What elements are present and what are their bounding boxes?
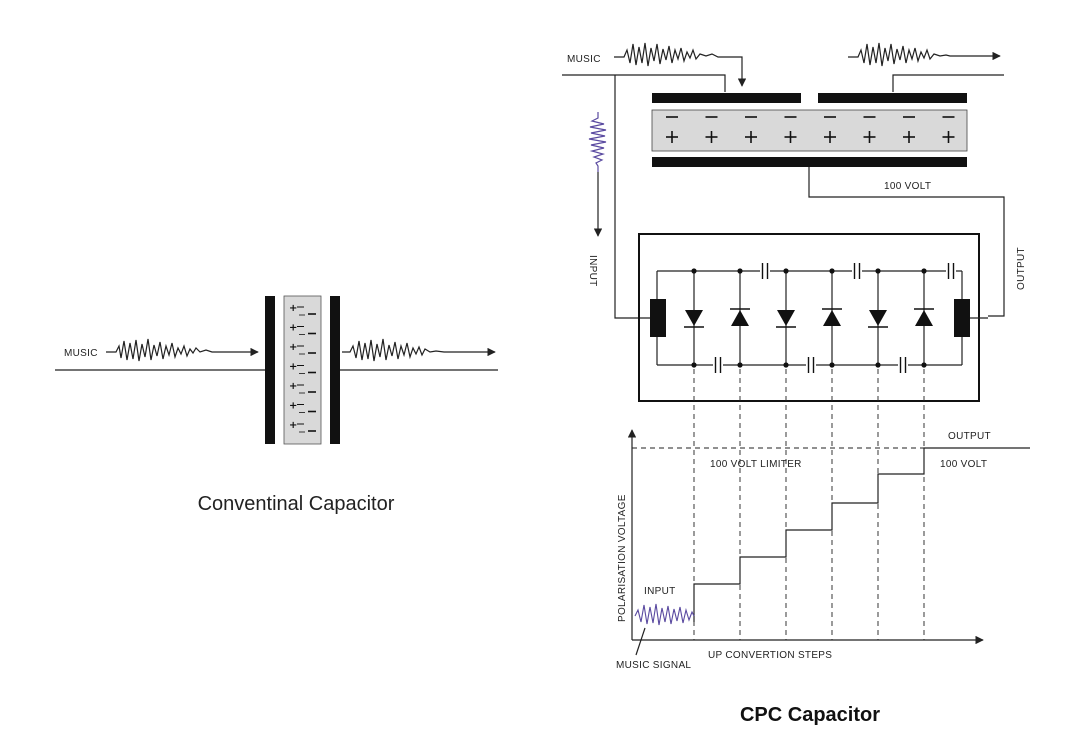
graph-music-signal-label: MUSIC SIGNAL: [616, 660, 691, 671]
input-terminal: [650, 299, 666, 337]
plus-sign: +: [289, 381, 297, 392]
cpc-charge-field: [666, 116, 955, 143]
plus-sign: +: [289, 342, 297, 353]
cpc-input-lead: [718, 74, 726, 92]
junction-dot: [875, 268, 881, 274]
diode-icon: [823, 310, 841, 326]
capacitor-gap: [946, 263, 956, 279]
plus-sign: +: [289, 303, 297, 314]
cpc-input-signal: [614, 42, 747, 87]
graph-x-axis-label: UP CONVERTION STEPS: [708, 650, 832, 661]
cpc-music-signal-pointer: [635, 627, 646, 656]
junction-dot: [875, 362, 881, 368]
cpc-top-plate-left: [652, 93, 801, 103]
cpc-top-plate-right: [818, 93, 967, 103]
diode-icon: [869, 310, 887, 326]
conv-charge-field: + + + + + + +: [289, 303, 316, 433]
graph-input-label: INPUT: [644, 586, 676, 597]
conv-dielectric: [283, 295, 322, 445]
junction-dot: [921, 362, 927, 368]
cpc-music-signal-wave: [634, 603, 695, 626]
cpc-volt-label: 100 VOLT: [884, 181, 931, 192]
capacitor-gap: [852, 263, 862, 279]
cpc-output-lead: [892, 74, 1004, 92]
graph-limiter-label: 100 VOLT LIMITER: [710, 459, 802, 470]
conv-plate-left: [265, 296, 275, 444]
capacitor-gap: [760, 263, 770, 279]
cpc-input-vertical-signal: [588, 112, 607, 172]
capacitor-gap: [898, 357, 908, 373]
junction-dot: [829, 268, 835, 274]
output-terminal: [954, 299, 970, 337]
conv-plate-right: [330, 296, 340, 444]
cpc-output-signal: [848, 42, 1001, 67]
plus-sign: +: [289, 401, 297, 412]
cpc-caption: CPC Capacitor: [740, 704, 880, 726]
cpc-left-wire: [614, 75, 650, 319]
junction-dot: [737, 362, 743, 368]
conv-music-label: MUSIC: [64, 348, 98, 359]
graph-y-axis-label: POLARISATION VOLTAGE: [617, 494, 628, 622]
junction-dot: [783, 362, 789, 368]
junction-dot: [737, 268, 743, 274]
cpc-step-guides: [693, 369, 925, 640]
cpc-voltage-graph: OUTPUT 100 VOLT LIMITER 100 VOLT POLARIS…: [616, 369, 1030, 671]
cpc-input-label: INPUT: [587, 255, 598, 287]
plus-sign: +: [289, 420, 297, 431]
capacitor-gap: [806, 357, 816, 373]
cpc-100v-wire: [808, 167, 1005, 317]
cpc-output-label: OUTPUT: [1016, 247, 1027, 290]
cpc-multiplier-ladder: [650, 263, 988, 373]
cpc-capacitor-diagram: MUSIC 100 VOLT INPUT OUTPUT: [562, 42, 1030, 726]
diode-icon: [915, 310, 933, 326]
conventional-capacitor-diagram: MUSIC + + + + + + + Conventinal Capacitor: [55, 295, 498, 515]
diode-icon: [685, 310, 703, 326]
capacitor-gap: [713, 357, 723, 373]
graph-volt-label: 100 VOLT: [940, 459, 987, 470]
junction-dot: [829, 362, 835, 368]
conv-output-signal: [342, 338, 496, 362]
conv-input-signal: [106, 338, 259, 362]
plus-sign: +: [289, 362, 297, 373]
cpc-bottom-plate: [652, 157, 967, 167]
cpc-dielectric: [651, 109, 968, 152]
cpc-music-label: MUSIC: [567, 54, 601, 65]
junction-dot: [691, 268, 697, 274]
diode-icon: [777, 310, 795, 326]
diode-icon: [731, 310, 749, 326]
plus-sign: +: [289, 323, 297, 334]
junction-dot: [783, 268, 789, 274]
junction-dot: [691, 362, 697, 368]
junction-dot: [921, 268, 927, 274]
graph-output-label: OUTPUT: [948, 431, 991, 442]
cpc-step-line: [693, 447, 1030, 622]
conv-caption: Conventinal Capacitor: [198, 493, 395, 515]
